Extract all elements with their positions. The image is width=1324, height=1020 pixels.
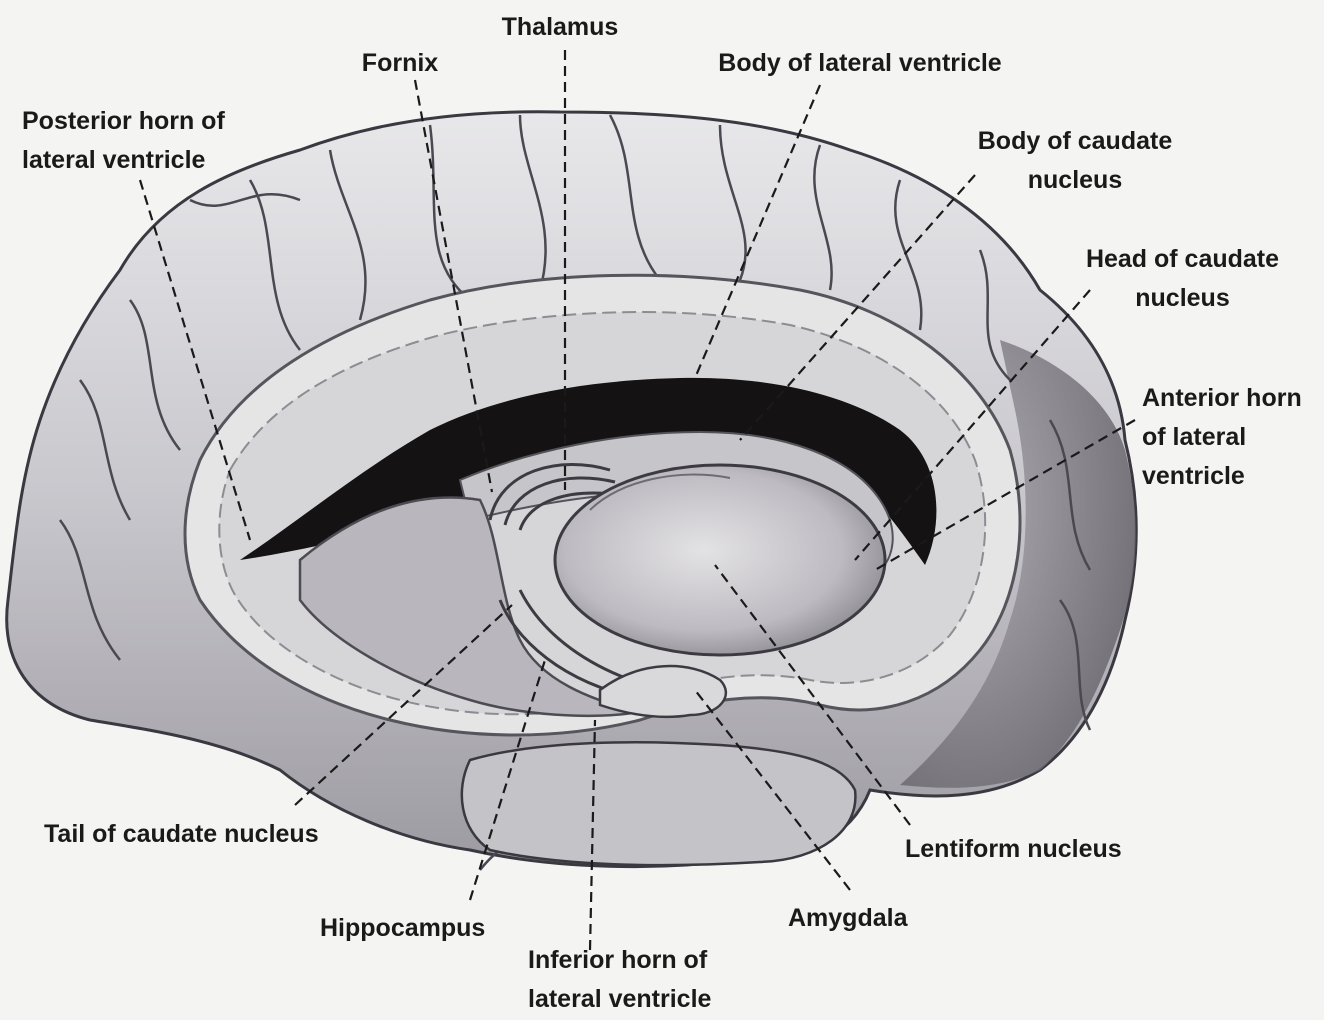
label-inferior-horn: Inferior horn of lateral ventricle [528,941,711,1019]
label-line: Hippocampus [320,914,486,942]
label-line: Head of caudate [1085,245,1280,273]
leader-anterior-horn [874,419,1136,571]
leader-posterior-horn [138,179,252,541]
label-line: Anterior horn [1142,384,1302,412]
label-line: Body of lateral ventricle [718,49,1002,77]
leader-body-lateral-ventricle [693,84,822,379]
label-head-of-caudate: Head of caudate nucleus [1060,240,1305,318]
leader-lentiform [714,564,911,826]
amygdala-shape [598,664,727,719]
label-body-of-caudate: Body of caudate nucleus [955,122,1195,200]
label-line: Inferior horn of [528,946,708,974]
leader-hippocampus [468,659,547,901]
label-tail-of-caudate: Tail of caudate nucleus [44,815,319,854]
leader-amygdala [694,689,851,891]
label-line: Amygdala [788,904,908,932]
label-thalamus: Thalamus [470,8,650,47]
leader-inferior-horn [588,719,597,951]
label-line: nucleus [1135,284,1230,312]
label-line: lateral ventricle [22,146,206,174]
leader-body-caudate [739,174,976,441]
leader-lines [138,50,1136,951]
temporal-lobe [460,740,857,867]
label-line: Tail of caudate nucleus [44,820,319,848]
label-lentiform: Lentiform nucleus [905,830,1122,869]
label-line: ventricle [1142,462,1245,490]
label-anterior-horn: Anterior horn of lateral ventricle [1142,379,1302,496]
label-posterior-horn: Posterior horn of lateral ventricle [22,102,225,180]
label-amygdala: Amygdala [788,899,907,938]
label-line: Body of caudate [977,127,1173,155]
hippocampus-region [298,496,641,717]
label-line: Lentiform nucleus [905,835,1122,863]
leader-tail-caudate [294,604,513,806]
lentiform-nucleus [553,463,887,657]
label-line: lateral ventricle [528,985,712,1013]
label-hippocampus: Hippocampus [320,909,485,948]
label-fornix: Fornix [340,44,460,83]
label-line: Posterior horn of [22,107,225,135]
label-line: Fornix [361,49,439,77]
label-body-of-lateral-ventricle: Body of lateral ventricle [690,44,1030,83]
label-line: Thalamus [501,13,619,41]
leader-head-caudate [854,289,1091,561]
leader-fornix [413,79,494,493]
label-line: nucleus [1027,166,1123,194]
label-line: of lateral [1142,423,1247,451]
